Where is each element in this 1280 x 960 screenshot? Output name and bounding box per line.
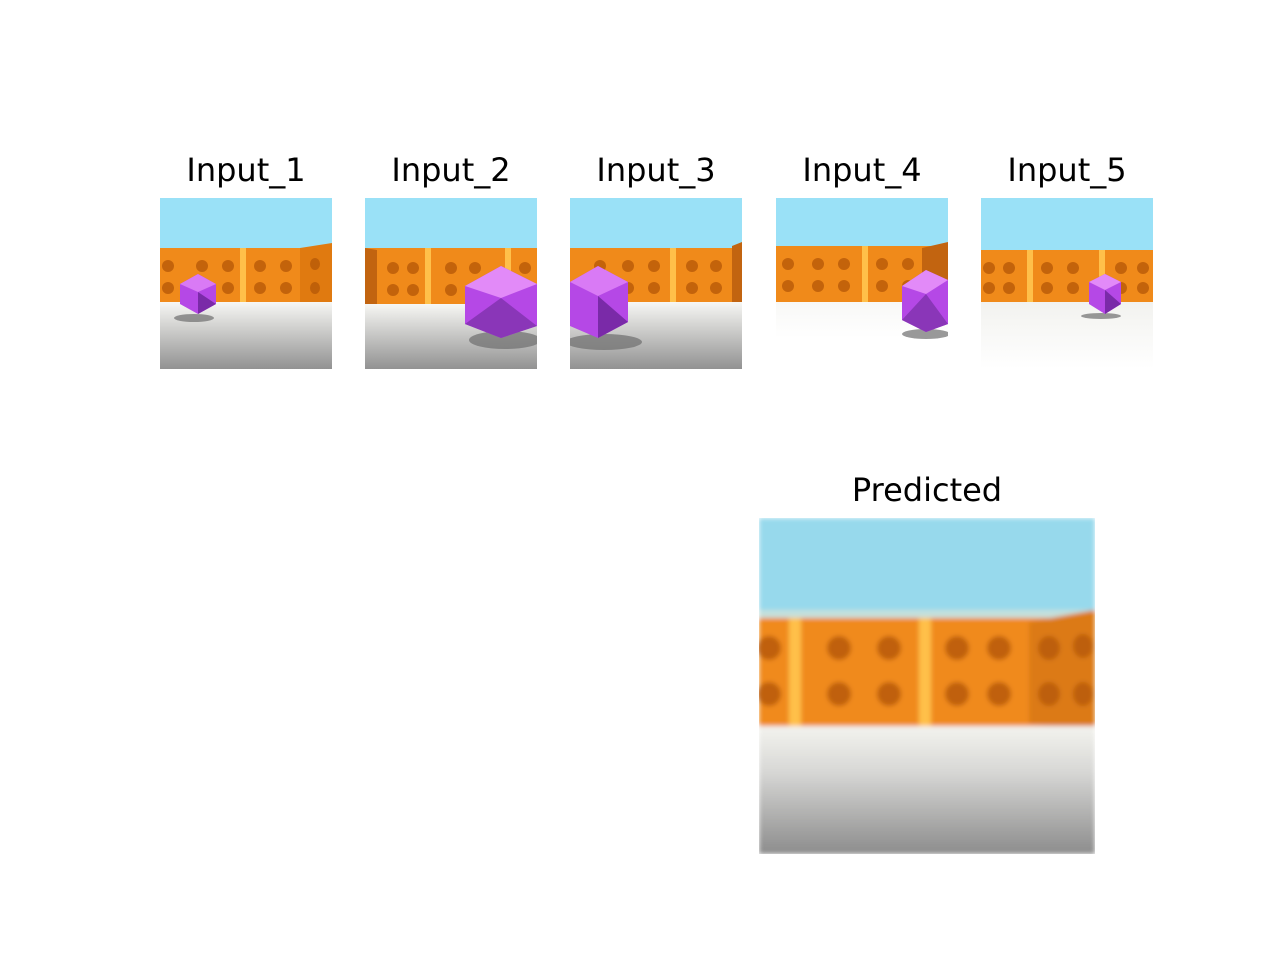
input-image-3 xyxy=(570,198,742,369)
input-title-2: Input_2 xyxy=(391,151,511,189)
input-title-4: Input_4 xyxy=(802,151,922,189)
input-image-2 xyxy=(365,198,537,369)
input-panel-2: Input_2 xyxy=(365,150,537,370)
predicted-title: Predicted xyxy=(851,471,1003,509)
input-image-4 xyxy=(776,198,948,369)
predicted-panel: Predicted xyxy=(759,470,1095,854)
input-title-3: Input_3 xyxy=(596,151,716,189)
input-panel-3: Input_3 xyxy=(570,150,742,370)
predicted-image xyxy=(759,518,1095,854)
input-panel-4: Input_4 xyxy=(776,150,948,370)
input-image-5 xyxy=(981,198,1153,369)
input-title-5: Input_5 xyxy=(1007,151,1127,189)
input-panel-1: Input_1 xyxy=(160,150,332,370)
input-panel-5: Input_5 xyxy=(981,150,1153,370)
input-image-1 xyxy=(160,198,332,369)
input-title-1: Input_1 xyxy=(186,151,306,189)
